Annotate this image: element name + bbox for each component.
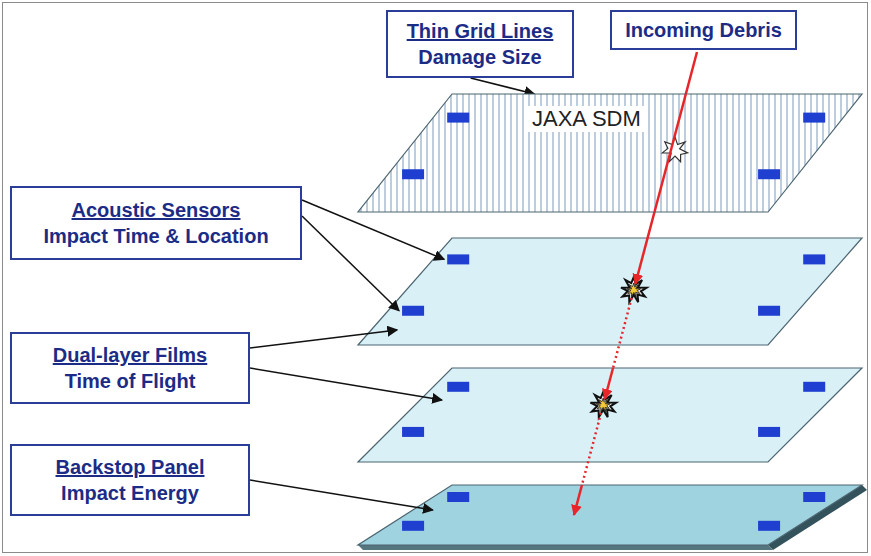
callout-box: Dual-layer FilmsTime of Flight	[10, 332, 250, 404]
backstop-edge	[358, 545, 773, 550]
callout-text: Incoming Debris	[625, 17, 782, 43]
callout-text: Impact Time & Location	[43, 223, 268, 249]
acoustic-sensor	[402, 306, 424, 316]
impact-burst	[621, 277, 647, 302]
leader-arrow	[250, 480, 433, 510]
sensor-group	[402, 492, 825, 531]
callout-heading: Thin Grid Lines	[407, 18, 554, 44]
callout-box: Backstop PanelImpact Energy	[10, 444, 250, 516]
callout-text: Damage Size	[418, 44, 541, 70]
film-layer	[358, 368, 862, 462]
impact-burst-core	[596, 398, 610, 412]
acoustic-sensor	[803, 254, 825, 264]
grid-layer-panel: JAXA SDM	[358, 94, 862, 212]
acoustic-sensor	[758, 169, 780, 179]
leader-arrow	[471, 78, 535, 94]
acoustic-sensor	[447, 113, 469, 123]
acoustic-sensor	[402, 427, 424, 437]
debris-trajectory	[654, 94, 685, 212]
impact-star	[662, 137, 687, 162]
debris-trajectory	[582, 413, 601, 485]
acoustic-sensor	[447, 254, 469, 264]
impact-burst	[590, 392, 616, 417]
debris-trajectory	[613, 298, 632, 368]
callout-heading: Backstop Panel	[56, 454, 205, 480]
sensor-group	[402, 382, 825, 437]
callout-box: Thin Grid LinesDamage Size	[386, 10, 574, 78]
acoustic-sensor	[758, 306, 780, 316]
acoustic-sensor	[758, 521, 780, 531]
acoustic-sensor	[803, 382, 825, 392]
debris-trajectory	[574, 485, 582, 515]
frame	[3, 3, 868, 553]
callout-text: Impact Energy	[61, 480, 199, 506]
callout-heading: Dual-layer Films	[53, 342, 208, 368]
acoustic-sensor	[803, 113, 825, 123]
acoustic-sensor	[402, 169, 424, 179]
callout-box: Acoustic SensorsImpact Time & Location	[10, 186, 302, 260]
acoustic-sensor	[447, 382, 469, 392]
leader-arrow	[250, 330, 397, 348]
callout-heading: Acoustic Sensors	[72, 197, 241, 223]
callout-box: Incoming Debris	[610, 10, 797, 50]
acoustic-sensor	[803, 492, 825, 502]
panel-label: JAXA SDM	[528, 106, 645, 132]
backstop-panel	[358, 485, 862, 545]
sensor-group	[402, 254, 825, 315]
film-layer	[358, 238, 862, 345]
acoustic-sensor	[447, 492, 469, 502]
acoustic-sensor	[758, 427, 780, 437]
impact-burst-core	[627, 283, 641, 297]
leader-arrow	[250, 368, 442, 400]
grid-layer	[358, 94, 862, 212]
acoustic-sensor	[402, 521, 424, 531]
debris-trajectory	[605, 368, 613, 399]
callout-text: Time of Flight	[65, 368, 196, 394]
leader-arrow	[302, 216, 399, 311]
